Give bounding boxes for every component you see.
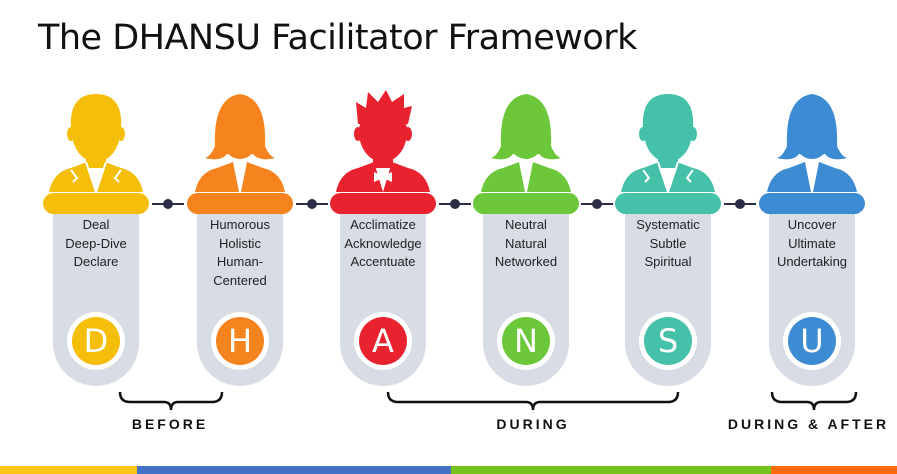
keyword: Subtle <box>649 235 687 251</box>
person-man-tie-icon <box>41 88 151 196</box>
keyword: Holistic <box>219 235 261 251</box>
connector-dot-icon <box>581 199 613 209</box>
connector-dot-icon <box>438 199 471 209</box>
keyword: Systematic <box>636 217 700 232</box>
person-woman-icon <box>185 88 295 194</box>
person-woman-icon <box>471 88 581 194</box>
letter-ring: H <box>211 312 269 370</box>
keyword: Uncover <box>787 217 837 232</box>
stage-pill <box>759 193 865 214</box>
letter-ring: U <box>783 312 841 370</box>
person-man-bowtie-icon <box>328 88 438 194</box>
keyword: Declare <box>73 254 119 269</box>
letter-ring: A <box>354 312 412 370</box>
stage-pill <box>43 193 149 214</box>
keyword: Ultimate <box>788 235 836 251</box>
keyword: Undertaking <box>776 254 848 269</box>
keyword: Acclimatize <box>350 217 416 232</box>
stage-letter-badge: D <box>72 317 120 365</box>
letter-ring: S <box>639 312 697 370</box>
keyword: Accentuate <box>350 254 416 269</box>
footer-bar-yellow <box>0 466 137 474</box>
keyword: Natural <box>505 235 547 251</box>
person-woman-icon <box>757 88 867 194</box>
letter-ring: N <box>497 312 555 370</box>
stage-letter-badge: A <box>359 317 407 365</box>
keyword: Humorous <box>210 217 270 232</box>
stage-pill <box>615 193 721 214</box>
stage-letter-badge: S <box>644 317 692 365</box>
person-man-tie-icon <box>613 88 723 196</box>
page-title: The DHANSU Facilitator Framework <box>38 18 637 58</box>
keyword: Acknowledge <box>344 235 422 251</box>
phase-before-label: BEFORE <box>131 416 209 432</box>
stage-letter-badge: U <box>788 317 836 365</box>
phase-during-label: DURING <box>496 416 570 432</box>
brace-during-after <box>770 391 858 411</box>
stage-letter-badge: H <box>216 317 264 365</box>
keyword: Deep-Dive <box>65 235 127 251</box>
keyword: Human- <box>216 254 264 269</box>
stage-pill <box>330 193 436 214</box>
connector-dot-icon <box>724 199 756 209</box>
keyword: Neutral <box>505 217 547 232</box>
brace-before <box>118 391 224 411</box>
keyword: Spiritual <box>644 254 692 269</box>
stage-letter-badge: N <box>502 317 550 365</box>
keyword: Deal <box>82 217 110 232</box>
footer-bar-blue <box>137 466 451 474</box>
brace-during <box>386 391 680 411</box>
letter-ring: D <box>67 312 125 370</box>
connector-dot-icon <box>152 199 184 209</box>
phase-during-after-label: DURING & AFTER <box>727 416 890 432</box>
stage-pill <box>187 193 293 214</box>
connector-dot-icon <box>295 199 328 209</box>
keyword: Centered <box>213 272 267 288</box>
stage-pill <box>473 193 579 214</box>
footer-bar-orange <box>771 466 897 474</box>
footer-bar-green <box>451 466 771 474</box>
keyword: Networked <box>494 254 558 269</box>
